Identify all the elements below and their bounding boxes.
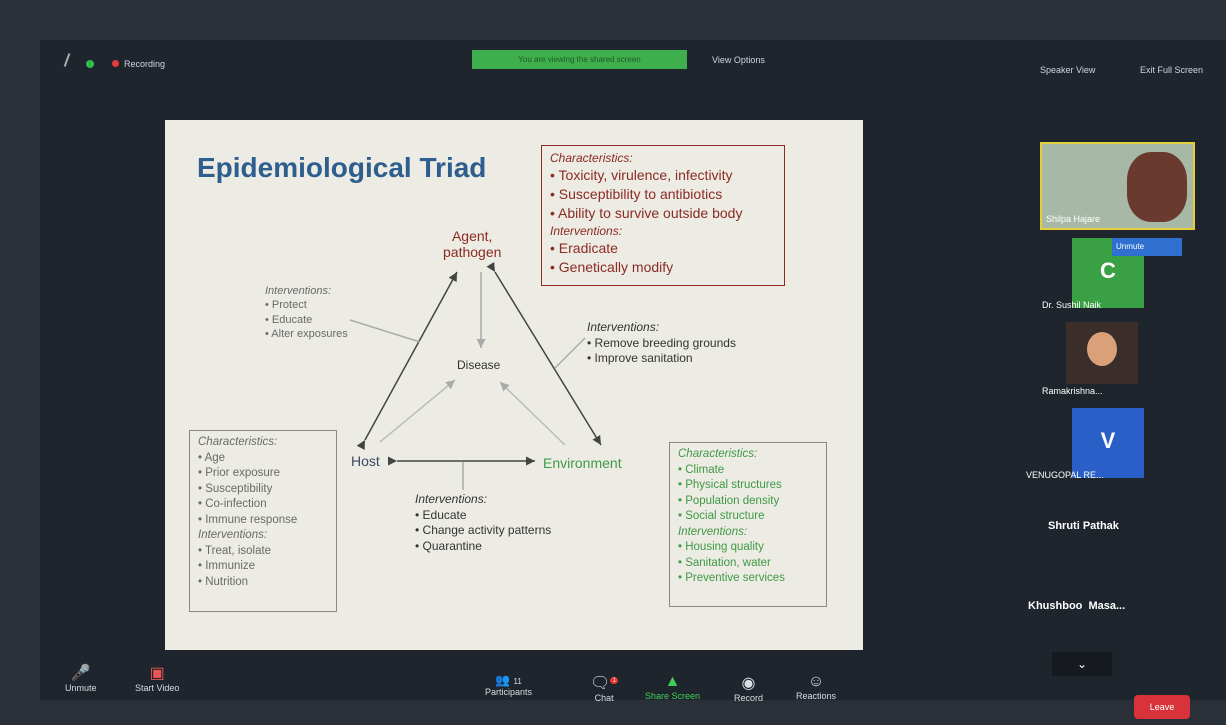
participant-video [1127, 152, 1187, 222]
video-tile-khushboo[interactable]: Khushboo Masa... [1028, 600, 1126, 612]
arrow-host-agent [356, 271, 458, 451]
host-interventions: Interventions: • Protect• Educate• Alter… [265, 285, 348, 340]
video-tile-shruti[interactable]: Shruti Pathak [1048, 520, 1119, 532]
unmute-request-button[interactable]: Unmute [1112, 238, 1182, 256]
video-tile-venugopal[interactable]: V [1072, 408, 1144, 478]
share-screen-button[interactable]: ▲Share Screen [645, 673, 701, 701]
participant-name: Dr. Sushil Naik [1042, 300, 1102, 310]
scroll-down-chevron-icon[interactable]: ⌄ [1052, 652, 1112, 676]
participant-gallery: Shilpa Hajare C Unmute Dr. Sushil Naik R… [1022, 0, 1226, 725]
node-agent: Agent, pathogen [443, 228, 502, 260]
edit-icon [63, 53, 71, 67]
start-video-button[interactable]: ▣Start Video [135, 665, 180, 693]
view-options-button[interactable]: View Options [712, 55, 765, 65]
participant-name: Ramakrishna... [1042, 386, 1103, 396]
agent-box: Characteristics: • Toxicity, virulence, … [541, 145, 785, 286]
top-bar: Recording View Options Speaker View Exit… [40, 45, 1226, 80]
participants-icon: 👥 11 [495, 673, 522, 687]
record-button[interactable]: ◉Record [734, 675, 764, 703]
slide-title: Epidemiological Triad [197, 152, 487, 183]
environment-box: Characteristics: • Climate• Physical str… [669, 442, 827, 607]
reactions-icon: ☺ [807, 673, 825, 690]
bullet: • Toxicity, virulence, infectivity [550, 167, 733, 184]
shield-icon[interactable] [86, 60, 94, 68]
viewing-banner[interactable]: You are viewing the shared screen [472, 50, 687, 69]
host-box: Characteristics: • Age• Prior exposure• … [189, 430, 337, 612]
chat-icon: 🗨1 [590, 675, 619, 692]
record-icon: ◉ [741, 675, 756, 692]
node-host: Host [351, 453, 380, 469]
unmute-button[interactable]: 🎤Unmute [65, 665, 97, 693]
arrow-agent-env [486, 261, 602, 446]
shared-slide: Epidemiological Triad Agent, pathogen Di… [165, 120, 863, 650]
avatar [1087, 332, 1117, 366]
participant-name: VENUGOPAL RE... [1026, 470, 1104, 480]
video-tile-shilpa[interactable]: Shilpa Hajare [1040, 142, 1195, 230]
participant-name: Shilpa Hajare [1046, 214, 1101, 224]
speaker-view-button[interactable]: Speaker View [1040, 65, 1096, 75]
node-disease: Disease [457, 358, 501, 372]
recording-label[interactable]: Recording [124, 59, 166, 69]
leave-button[interactable]: Leave [1134, 695, 1190, 719]
triad-arrows [349, 261, 602, 490]
bullet: • Susceptibility to antibiotics [550, 186, 723, 203]
video-tile-ramakrishna[interactable] [1066, 322, 1138, 384]
environment-interventions: Interventions: • Remove breeding grounds… [587, 320, 736, 366]
reactions-button[interactable]: ☺Reactions [796, 673, 837, 701]
vector-interventions: Interventions: • Educate• Change activit… [415, 492, 552, 553]
video-off-icon: ▣ [149, 665, 165, 682]
exit-full-screen-button[interactable]: Exit Full Screen [1140, 65, 1204, 75]
bullet: • Eradicate [550, 240, 618, 257]
node-environment: Environment [543, 455, 622, 471]
bullet: • Ability to survive outside body [550, 204, 743, 221]
bullet: • Genetically modify [550, 258, 674, 275]
share-screen-icon: ▲ [664, 673, 681, 690]
muted-mic-icon: 🎤 [70, 665, 91, 682]
record-dot-icon [112, 60, 119, 67]
